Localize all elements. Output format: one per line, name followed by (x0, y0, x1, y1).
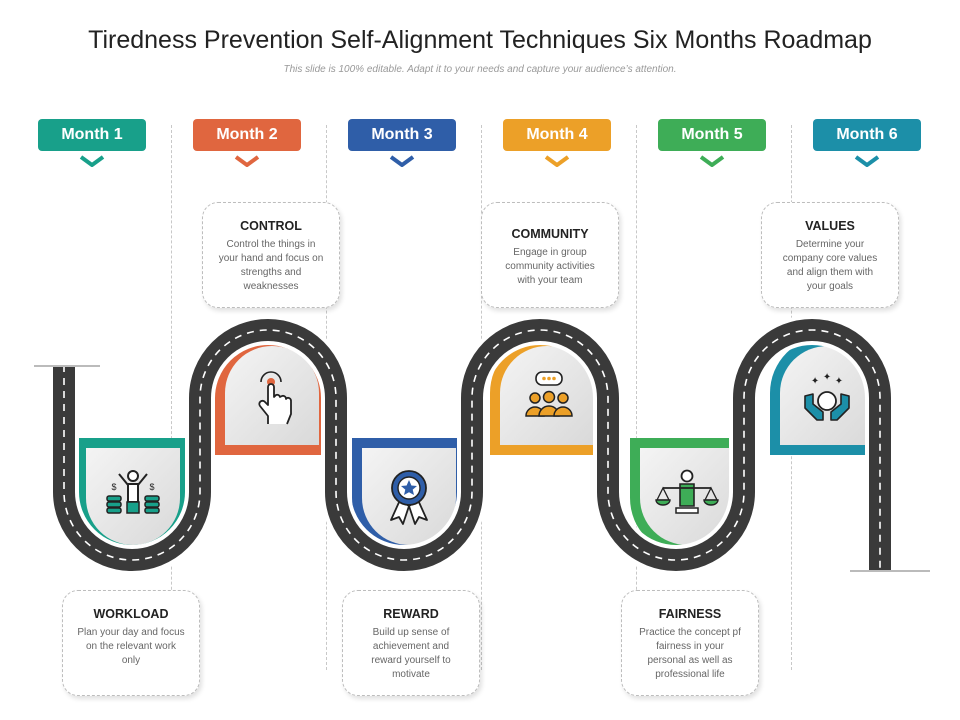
road-center-line (63, 329, 881, 570)
hand-pointer-icon (258, 371, 292, 425)
chevron-down-icon (234, 155, 260, 167)
month-6-tab: Month 6 (813, 119, 921, 151)
step-card-fairness: FAIRNESS Practice the concept pf fairnes… (621, 590, 759, 696)
month-5-tab: Month 5 (658, 119, 766, 151)
step-description: Build up sense of achievement and reward… (371, 627, 451, 680)
month-4-tab: Month 4 (503, 119, 611, 151)
group-chat-icon (525, 371, 573, 417)
month-1-tab: Month 1 (38, 119, 146, 151)
step-description: Practice the concept pf fairness in your… (639, 627, 741, 680)
chevron-down-icon (389, 155, 415, 167)
step-description: Engage in group community activities wit… (505, 247, 595, 286)
chevron-down-icon (854, 155, 880, 167)
svg-text:$: $ (111, 482, 116, 492)
step-title: CONTROL (240, 219, 302, 233)
step-description: Plan your day and focus on the relevant … (77, 627, 185, 666)
column-divider (171, 125, 172, 670)
chevron-down-icon (699, 155, 725, 167)
step-card-community: COMMUNITY Engage in group community acti… (481, 202, 619, 308)
column-divider (636, 125, 637, 670)
svg-text:✦: ✦ (823, 372, 831, 383)
award-badge-icon (390, 470, 428, 525)
svg-text:✦: ✦ (835, 376, 843, 387)
month-2-tab: Month 2 (193, 119, 301, 151)
hands-sphere-icon: ✦ ✦ ✦ (804, 372, 850, 421)
step-description: Control the things in your hand and focu… (218, 239, 324, 292)
svg-text:✦: ✦ (811, 376, 819, 387)
step-description: Determine your company core values and a… (782, 239, 878, 292)
step-card-workload: WORKLOAD Plan your day and focus on the … (62, 590, 200, 696)
scales-icon (655, 469, 719, 514)
step-card-control: CONTROL Control the things in your hand … (202, 202, 340, 308)
step-card-values: VALUES Determine your company core value… (761, 202, 899, 308)
page-subtitle: This slide is 100% editable. Adapt it to… (283, 64, 677, 75)
page-title: Tiredness Prevention Self-Alignment Tech… (88, 26, 872, 54)
person-coins-icon: $ $ (106, 470, 160, 514)
step-title: FAIRNESS (658, 607, 722, 621)
step-title: COMMUNITY (511, 227, 589, 241)
step-title: WORKLOAD (93, 607, 169, 621)
step-title: REWARD (383, 607, 439, 621)
month-3-tab: Month 3 (348, 119, 456, 151)
svg-text:$: $ (149, 482, 154, 492)
chevron-down-icon (79, 155, 105, 167)
step-card-reward: REWARD Build up sense of achievement and… (342, 590, 480, 696)
chevron-down-icon (544, 155, 570, 167)
step-title: VALUES (805, 219, 855, 233)
